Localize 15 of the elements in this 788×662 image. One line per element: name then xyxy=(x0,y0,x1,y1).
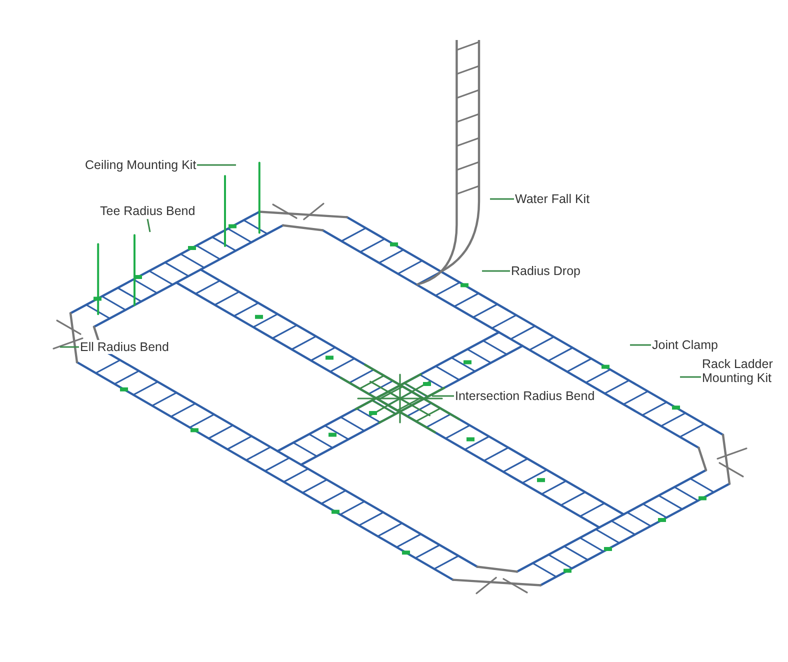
leader-line xyxy=(60,346,79,348)
leader-line xyxy=(432,395,454,397)
leader-line xyxy=(630,344,651,346)
leader-line xyxy=(197,164,236,166)
part-label: Intersection Radius Bend xyxy=(455,389,595,403)
part-label: Tee Radius Bend xyxy=(100,204,196,218)
leader-line xyxy=(680,376,701,378)
part-label: Ell Radius Bend xyxy=(80,340,169,354)
leader-line xyxy=(490,198,514,200)
part-label: Water Fall Kit xyxy=(515,192,590,206)
leader-line xyxy=(146,218,151,232)
part-label: Joint Clamp xyxy=(652,338,718,352)
part-label: Ceiling Mounting Kit xyxy=(85,158,196,172)
part-label: Radius Drop xyxy=(511,264,580,278)
leader-line xyxy=(482,270,510,272)
